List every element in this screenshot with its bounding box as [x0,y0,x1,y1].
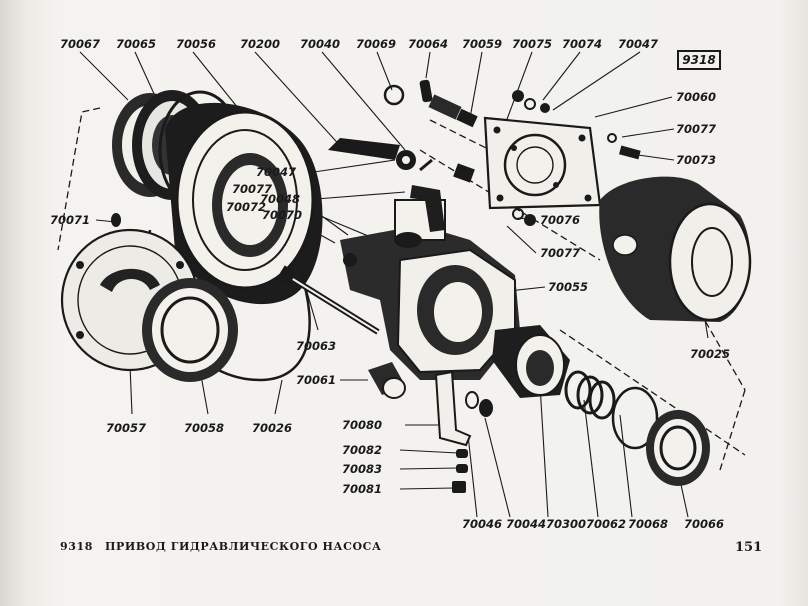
part-label-70067: 70067 [60,37,100,51]
part-label-70069: 70069 [356,37,396,51]
part-label-70077-low: 70077 [540,246,580,260]
part-label-70200: 70200 [240,37,280,51]
part-label-70077-mid: 70077 [232,182,272,196]
cover-plate-70060 [453,116,602,210]
tie-rod-70063 [277,265,380,335]
part-label-70025: 70025 [690,347,730,361]
part-label-70060: 70060 [676,90,716,104]
part-label-70063: 70063 [296,339,336,353]
part-number-labels: 70067 70065 70056 70200 70040 70069 7006… [50,37,730,531]
part-label-70059: 70059 [462,37,502,51]
part-label-70044: 70044 [506,517,546,531]
part-label-70040: 70040 [300,37,340,51]
part-label-70026: 70026 [252,421,292,435]
page-number: 151 [735,540,763,555]
part-label-70068: 70068 [628,517,668,531]
part-label-70047-top: 70047 [618,37,658,51]
part-label-70077-right: 70077 [676,122,716,136]
leader-lines [79,51,709,518]
fasteners-70082-70083-70081 [452,449,468,493]
part-label-70066: 70066 [684,517,724,531]
pump-body-70025 [599,176,752,322]
part-label-70065: 70065 [116,37,156,51]
part-label-70083: 70083 [342,462,382,476]
main-cover-70200 [165,102,323,305]
rings-70062 [564,370,616,420]
bracket-70080 [434,370,472,447]
pump-housing-70055 [340,199,520,380]
part-label-70070: 70070 [262,208,302,222]
snap-ring-70068 [611,386,659,450]
part-label-70058: 70058 [184,421,224,435]
bearing-70058 [142,278,238,382]
part-label-70055: 70055 [548,280,588,294]
part-label-70080: 70080 [342,418,382,432]
part-label-70057: 70057 [106,421,146,435]
part-label-70071: 70071 [50,213,90,227]
part-label-70076: 70076 [540,213,580,227]
part-label-70048: 70048 [260,192,300,206]
diagram-code-box: 9318 [677,50,721,70]
section-number: 9318 [60,540,94,553]
part-label-70061: 70061 [296,373,336,387]
top-bracket-group [328,138,445,232]
washers-70046-70044 [465,391,493,417]
part-label-70082: 70082 [342,443,382,457]
part-label-70072: 70072 [226,200,266,214]
part-label-70046: 70046 [462,517,502,531]
part-label-70081: 70081 [342,482,382,496]
part-label-70062: 70062 [586,517,626,531]
small-fasteners-top [383,79,478,128]
ball-bearing-70066 [646,410,710,486]
page-footer-caption: 9318 ПРИВОД ГИДРАВЛИЧЕСКОГО НАСОСА [60,540,382,553]
coupling-sleeve-70300 [492,325,570,398]
part-label-70300: 70300 [546,517,586,531]
part-label-70056: 70056 [176,37,216,51]
section-title: ПРИВОД ГИДРАВЛИЧЕСКОГО НАСОСА [105,540,382,553]
part-label-70064: 70064 [408,37,448,51]
part-label-70075: 70075 [512,37,552,51]
fittings-top-right [512,90,641,160]
washer-70076 [512,208,536,226]
part-label-70074: 70074 [562,37,602,51]
part-label-70047-mid: 70047 [256,165,296,179]
sleeve-70061 [368,362,406,399]
part-label-70073: 70073 [676,153,716,167]
